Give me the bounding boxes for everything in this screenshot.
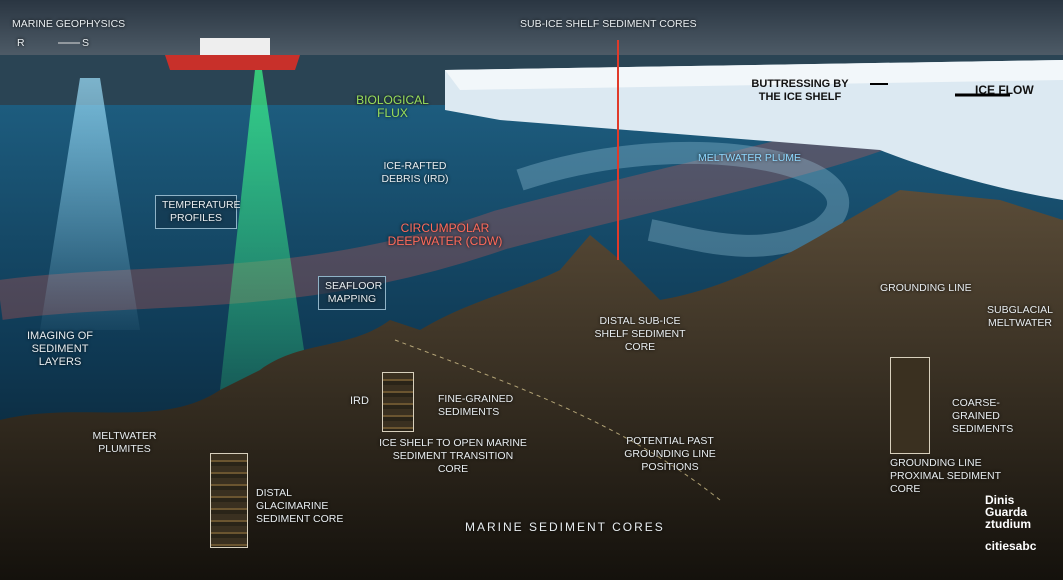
past-grounding-line [394, 339, 721, 501]
label-biological-flux: Biological Flux [356, 93, 429, 120]
label-seafloor-mapping: Seafloor Mapping [318, 276, 386, 310]
label-cdw: Circumpolar Deepwater (CDW) [387, 221, 503, 248]
label-ird: IRD [350, 395, 369, 407]
label-past-grounding: Potential Past Grounding Line Positions [624, 435, 716, 473]
label-meltwater-plume: Meltwater Plume [698, 152, 802, 164]
label-grounding-line: Grounding Line [880, 282, 972, 294]
label-source: S [82, 37, 90, 49]
seafloor [0, 190, 1063, 580]
logo-line3: ztudium [985, 517, 1031, 531]
label-sub-ice-shelf-cores: Sub-Ice Shelf Sediment Cores [520, 18, 697, 30]
label-subglacial-meltwater: Subglacial Meltwater [987, 304, 1053, 329]
label-marine-geophysics: Marine Geophysics [12, 18, 126, 30]
label-receiver: R [17, 37, 25, 49]
transition-core [382, 372, 414, 432]
label-temperature-profiles: Temperature Profiles [155, 195, 241, 229]
proximal-core [890, 357, 930, 454]
label-meltwater-plumites: Meltwater Plumites [92, 430, 157, 455]
meltwater-plume-flow [516, 141, 849, 257]
label-transition-core: Ice Shelf to Open Marine Sediment Transi… [379, 437, 527, 475]
distal-glacimarine-core [210, 453, 248, 548]
cdw-current [0, 111, 888, 320]
logo-dinis-guarda: Dinis Guarda ztudium [985, 494, 1031, 530]
label-buttressing: Buttressing by the Ice Shelf [751, 78, 849, 103]
sonar-beam [40, 78, 140, 330]
label-imaging: Imaging of Sediment Layers [27, 330, 93, 368]
label-marine-sediment-cores: Marine Sediment Cores [465, 520, 665, 534]
research-vessel [165, 55, 300, 70]
label-fine-grained: Fine-Grained Sediments [438, 393, 514, 418]
logo-line1: Dinis [985, 493, 1015, 507]
label-proximal-core: Grounding Line Proximal Sediment Core [890, 457, 1001, 495]
logo-citiesabc: citiesabc [985, 539, 1037, 553]
multibeam-swath [220, 70, 310, 390]
label-ird-top: Ice-Rafted Debris (IRD) [381, 160, 449, 185]
ice-shelf [445, 60, 1063, 200]
label-distal-glacimarine: Distal Glacimarine Sediment Core [256, 487, 344, 525]
label-distal-sub-ice: Distal Sub-Ice Shelf Sediment Core [594, 315, 686, 353]
label-coarse-grained: Coarse-Grained Sediments [952, 397, 1014, 435]
logo-line2: Guarda [985, 505, 1028, 519]
label-ice-flow: Ice Flow [975, 83, 1034, 97]
